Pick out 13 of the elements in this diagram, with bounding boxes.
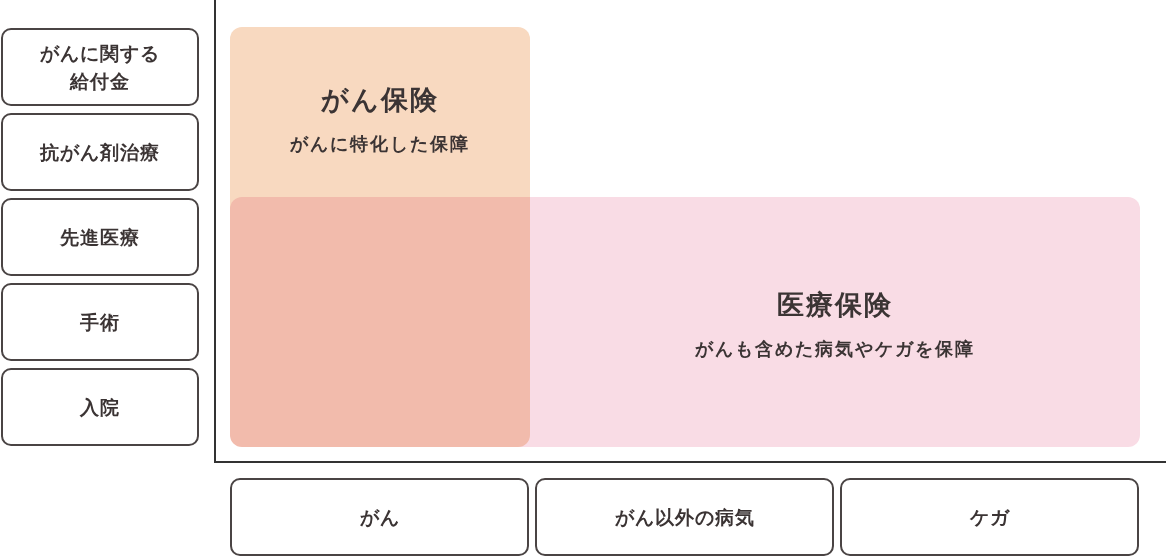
row-label-box: 先進医療 [1,198,199,276]
area-description: がんも含めた病気やケガを保障 [694,337,976,361]
area-title: 医療保険 [776,288,894,322]
column-label-box: ケガ [840,478,1139,556]
column-label-box: がん以外の病気 [535,478,834,556]
row-label-box: がんに関する給付金 [1,28,199,106]
row-label-box: 抗がん剤治療 [1,113,199,191]
row-label-box: 手術 [1,283,199,361]
column-label-box: がん [230,478,529,556]
coverage-area [230,27,530,447]
row-label-box: 入院 [1,368,199,446]
area-description: がんに特化した保障 [289,132,471,156]
area-title: がん保険 [320,83,440,117]
